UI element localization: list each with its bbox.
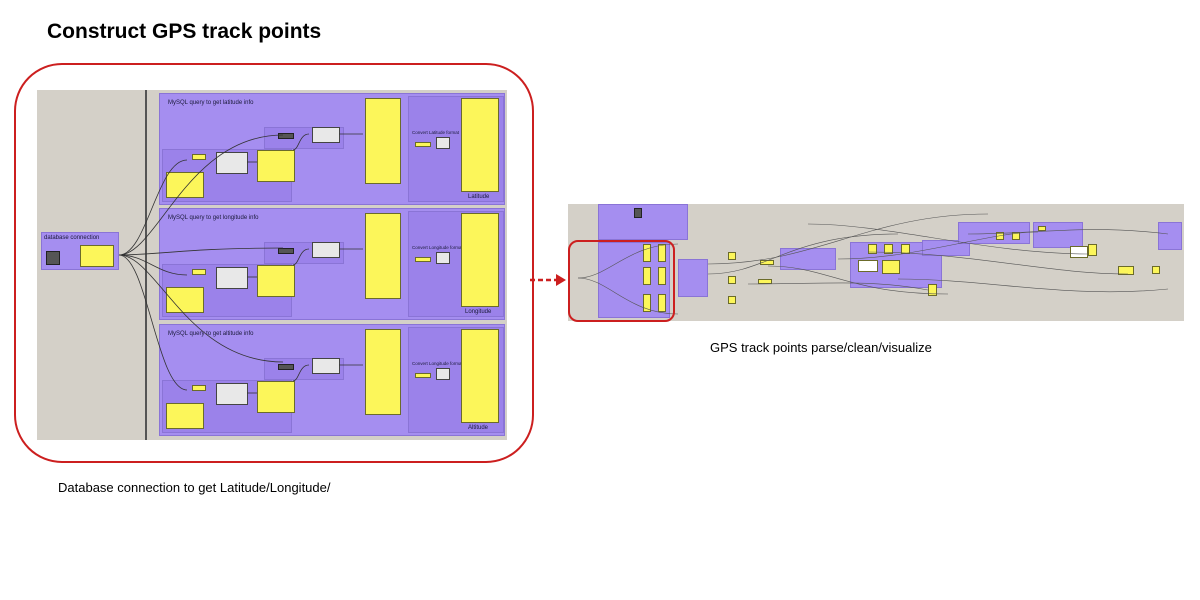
overview-panel <box>728 252 736 260</box>
latitude-split-input[interactable] <box>278 133 294 139</box>
altitude-query-group[interactable]: MySQL query to get altitude info Convert… <box>159 324 505 436</box>
latitude-param-slider[interactable] <box>192 154 206 160</box>
latitude-query-panel[interactable] <box>166 172 204 198</box>
overview-panel <box>728 276 736 284</box>
overview-panel <box>928 284 937 296</box>
longitude-convert-input[interactable] <box>415 257 431 262</box>
altitude-result-panel[interactable] <box>257 381 295 413</box>
overview-group-1 <box>598 204 688 240</box>
latitude-convert-input[interactable] <box>415 142 431 147</box>
connection-wires <box>118 133 363 394</box>
overview-panel <box>658 244 666 262</box>
db-connector-node[interactable] <box>46 251 60 265</box>
longitude-output-label: Longitude <box>465 309 492 315</box>
overview-wires <box>577 213 1169 315</box>
overview-node <box>634 208 642 218</box>
latitude-output-label: Latitude <box>468 194 490 200</box>
altitude-split-component[interactable] <box>312 358 340 374</box>
altitude-convert-label: Convert Longitude format <box>412 361 463 366</box>
altitude-convert-input[interactable] <box>415 373 431 378</box>
overview-panel <box>1070 246 1088 258</box>
longitude-split-input[interactable] <box>278 248 294 254</box>
longitude-split-component[interactable] <box>312 242 340 258</box>
overview-panel <box>1118 266 1134 275</box>
longitude-list-panel[interactable] <box>365 213 401 299</box>
db-panel-node[interactable] <box>80 245 114 267</box>
overview-panel <box>643 294 651 312</box>
altitude-group-label: MySQL query to get altitude info <box>168 331 254 337</box>
latitude-group-label: MySQL query to get latitude info <box>168 100 254 106</box>
latitude-list-panel[interactable] <box>365 98 401 184</box>
overview-panel <box>1038 226 1046 231</box>
right-overview-canvas[interactable] <box>568 204 1184 321</box>
overview-panel <box>658 267 666 285</box>
longitude-param-slider[interactable] <box>192 269 206 275</box>
longitude-query-component[interactable] <box>216 267 248 289</box>
overview-panel <box>658 294 666 312</box>
left-highlight-frame <box>14 63 534 463</box>
latitude-result-panel[interactable] <box>257 150 295 182</box>
latitude-output-panel[interactable] <box>461 98 499 192</box>
overview-panel <box>858 260 878 272</box>
latitude-convert-component[interactable] <box>436 137 450 149</box>
page-title: Construct GPS track points <box>47 20 322 43</box>
altitude-query-component[interactable] <box>216 383 248 405</box>
left-node-canvas[interactable]: database connection MySQL query to get l… <box>37 90 507 440</box>
overview-group-9 <box>1158 222 1182 250</box>
canvas-divider <box>145 90 147 440</box>
database-connection-label: database connection <box>44 235 100 241</box>
altitude-list-panel[interactable] <box>365 329 401 415</box>
latitude-query-group[interactable]: MySQL query to get latitude info Convert… <box>159 93 505 205</box>
latitude-convert-label: Convert Latitude format <box>412 130 460 135</box>
longitude-output-panel[interactable] <box>461 213 499 307</box>
latitude-query-component[interactable] <box>216 152 248 174</box>
overview-panel <box>758 279 772 284</box>
altitude-output-label: Altitude <box>468 425 489 431</box>
overview-panel <box>868 244 877 254</box>
overview-panel <box>882 260 900 274</box>
database-connection-group[interactable]: database connection <box>41 232 119 270</box>
left-caption: Database connection to get Latitude/Long… <box>58 480 331 495</box>
altitude-param-slider[interactable] <box>192 385 206 391</box>
longitude-result-panel[interactable] <box>257 265 295 297</box>
altitude-convert-component[interactable] <box>436 368 450 380</box>
overview-panel <box>643 244 651 262</box>
right-caption: GPS track points parse/clean/visualize <box>710 340 932 355</box>
altitude-query-panel[interactable] <box>166 403 204 429</box>
overview-panel <box>643 267 651 285</box>
overview-group-3 <box>678 259 708 297</box>
longitude-convert-label: Convert Longitude format <box>412 245 463 250</box>
right-highlight-frame <box>568 240 675 322</box>
latitude-split-component[interactable] <box>312 127 340 143</box>
overview-panel <box>884 244 893 254</box>
longitude-query-group[interactable]: MySQL query to get longitude info Conver… <box>159 208 505 320</box>
arrow-right-icon <box>530 274 566 286</box>
longitude-group-label: MySQL query to get longitude info <box>168 215 259 221</box>
altitude-split-input[interactable] <box>278 364 294 370</box>
longitude-query-panel[interactable] <box>166 287 204 313</box>
overview-panel <box>1152 266 1160 274</box>
overview-panel <box>1088 244 1097 256</box>
overview-panel <box>728 296 736 304</box>
altitude-output-panel[interactable] <box>461 329 499 423</box>
longitude-convert-component[interactable] <box>436 252 450 264</box>
